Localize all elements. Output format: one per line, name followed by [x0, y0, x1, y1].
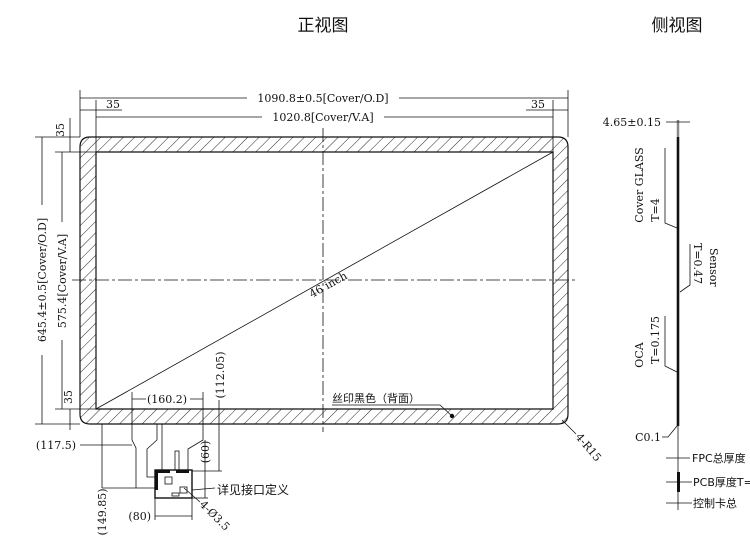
fpc-offset-dimension: (112.05): [214, 351, 227, 398]
fpc-connector: [131, 424, 204, 499]
board-height-dimension: (60): [199, 441, 212, 464]
board-width-dimension: (80): [128, 510, 151, 523]
cover-glass-label: Cover GLASS: [633, 147, 646, 222]
fpc-length-dimension: (149.85): [96, 488, 109, 535]
sensor-label: Sensor: [707, 248, 720, 287]
chamfer-label: C0.1: [635, 431, 661, 444]
cover-od-height-dimension: 645.4±0.5[Cover/O.D]: [36, 218, 49, 342]
left-top-margin-dimension: 35: [54, 123, 67, 137]
mount-holes-label: 4-Ø3.5: [197, 498, 233, 534]
cover-od-width-dimension: 1090.8±0.5[Cover/O.D]: [257, 92, 388, 105]
oca-thickness: T=0.175: [649, 316, 662, 364]
diagonal-label: 46 inch: [307, 269, 349, 300]
hatched-border: [79, 136, 569, 425]
interface-definition-note: 详见接口定义: [217, 482, 289, 497]
corner-radius-label: 4-R15: [573, 431, 604, 465]
top-right-margin-dimension: 35: [531, 98, 545, 111]
total-thickness-label: 4.65±0.15: [603, 116, 661, 129]
side-view-title: 侧视图: [652, 16, 703, 36]
oca-label: OCA: [633, 341, 646, 367]
sensor-thickness: T=0.47: [691, 243, 704, 284]
side-view: 4.65±0.15 Cover GLASS T=4 Sensor T=0.47 …: [603, 116, 750, 510]
cover-va-height-dimension: 575.4[Cover/V.A]: [56, 234, 69, 328]
front-view: 46 inch 1090.8±0.5[Cover/O.D] 1020.8[Cov…: [35, 90, 604, 536]
diagonal-line: [95, 151, 554, 410]
fpc-thickness-label: FPC总厚度: [692, 451, 746, 465]
pcb-thickness-label: PCB厚度T=: [693, 475, 750, 489]
fpc-left-offset-dimension: (117.5): [36, 439, 76, 452]
top-left-margin-dimension: 35: [106, 98, 120, 111]
silkscreen-note: 丝印黑色（背面）: [332, 391, 420, 405]
fpc-width-dimension: (160.2): [147, 393, 187, 406]
front-view-title: 正视图: [298, 16, 349, 36]
controller-total-thickness-label: 控制卡总: [693, 496, 737, 510]
cover-glass-thickness: T=4: [649, 198, 662, 222]
left-bottom-margin-dimension: 35: [62, 390, 75, 404]
cover-va-width-dimension: 1020.8[Cover/V.A]: [272, 111, 373, 124]
